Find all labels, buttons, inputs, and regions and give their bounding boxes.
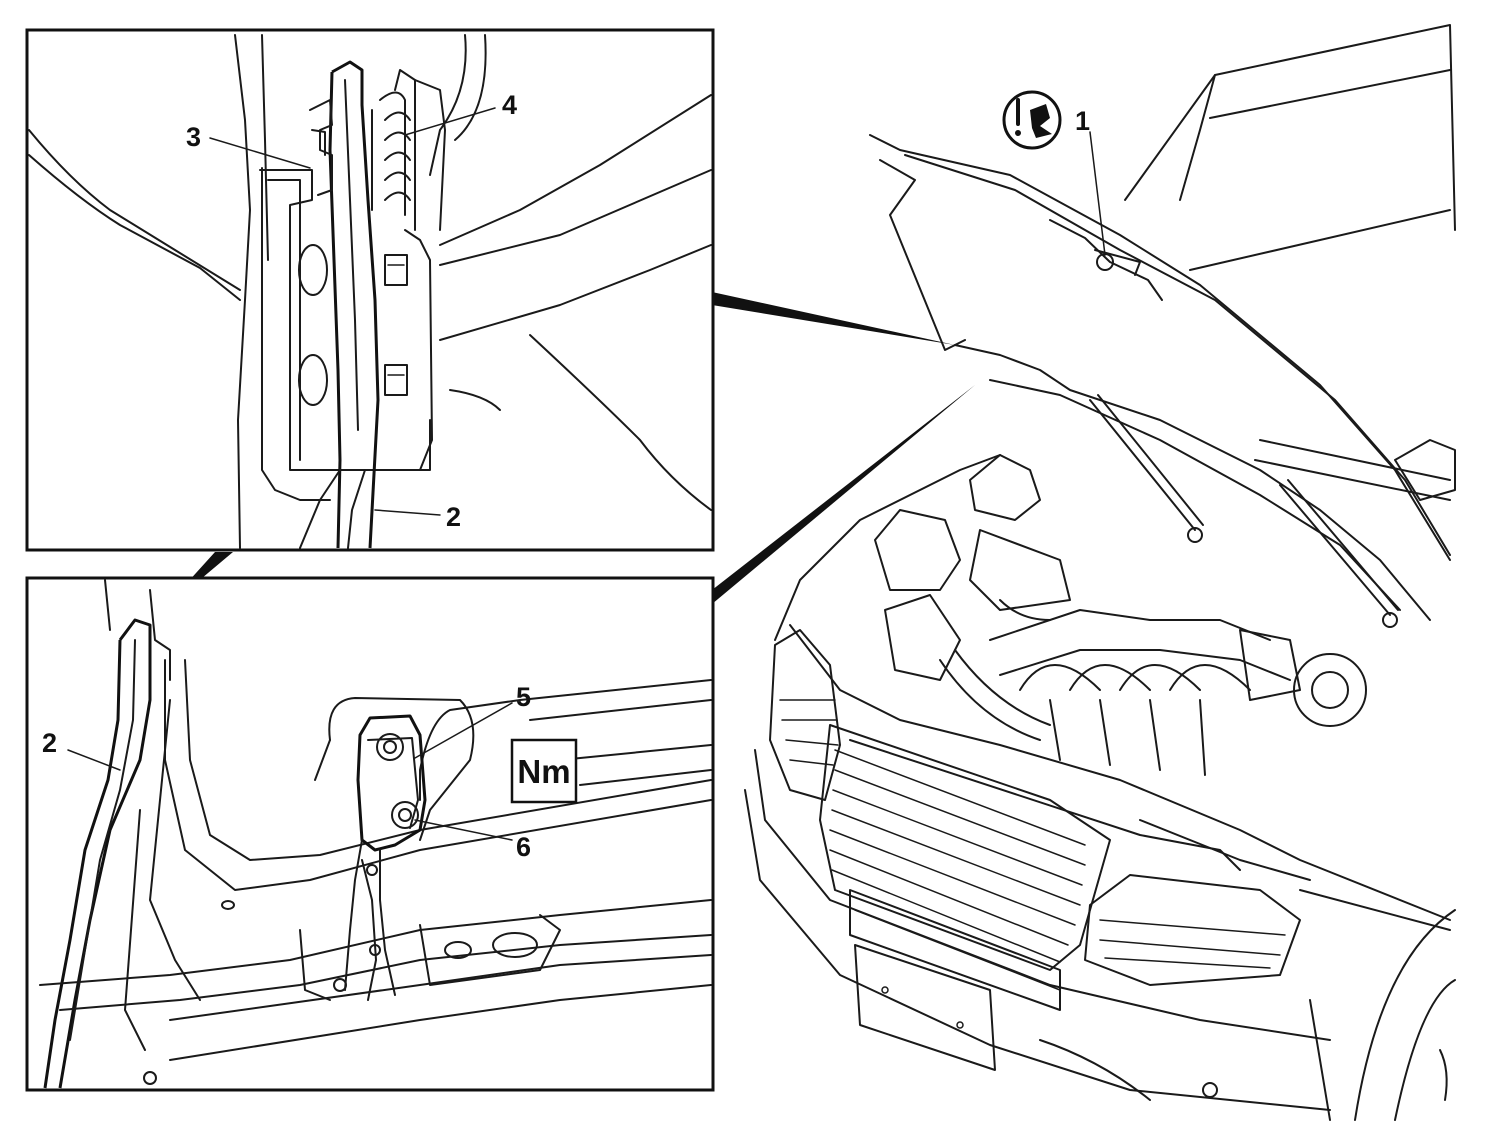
- top-inset-hinge-spring: 3 4 2: [25, 28, 715, 552]
- bottom-inset-hinge-mount: 2 5 6 Nm: [25, 576, 715, 1092]
- caution-exclamation-icon: [1002, 90, 1062, 150]
- main-view-callouts: 1: [1002, 90, 1106, 256]
- callout-label-2-bottom: 2: [42, 728, 57, 758]
- callout-label-1: 1: [1075, 106, 1090, 136]
- callout-label-3: 3: [186, 122, 201, 152]
- callout-label-4: 4: [502, 90, 517, 120]
- vehicle-main-view: [744, 24, 1456, 1121]
- callout-label-5: 5: [516, 682, 531, 712]
- torque-box: [510, 738, 578, 804]
- callout-label-6: 6: [516, 832, 531, 862]
- torque-symbol-text: Nm: [517, 753, 570, 790]
- callout-label-2-top: 2: [446, 502, 461, 532]
